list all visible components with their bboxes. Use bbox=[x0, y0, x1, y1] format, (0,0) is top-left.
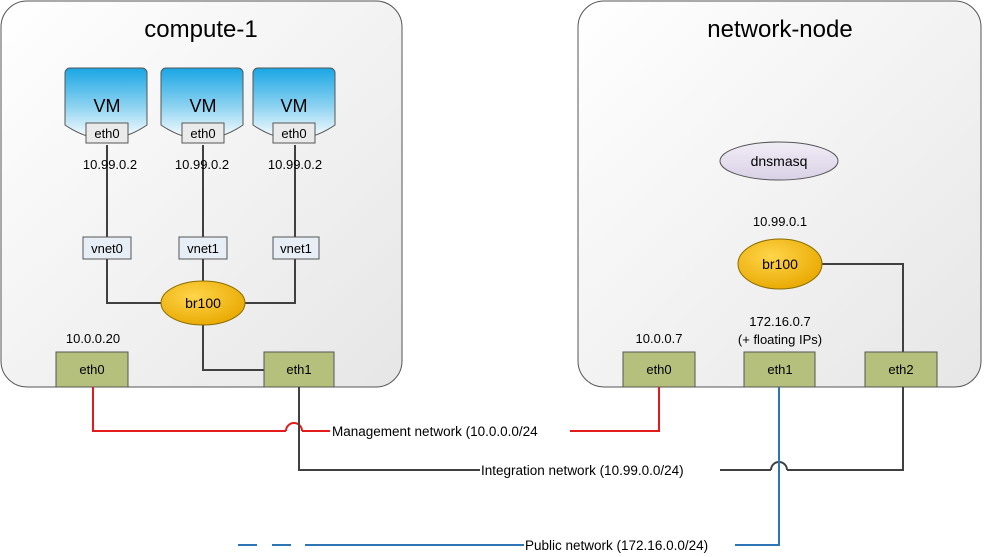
compute-node: compute-1 VM eth0 10.99.0.2 vnet0 VM eth… bbox=[0, 0, 403, 388]
network-node: network-node dnsmasq 10.99.0.1 br100 10.… bbox=[577, 0, 982, 388]
vm-3-label: VM bbox=[281, 96, 308, 116]
vnet0-label: vnet0 bbox=[91, 241, 123, 256]
management-link-left bbox=[92, 387, 286, 432]
integration-network-label: Integration network (10.99.0.0/24) bbox=[481, 463, 684, 478]
network-eth1-label: eth1 bbox=[767, 362, 792, 377]
public-network-label: Public network (172.16.0.0/24) bbox=[525, 538, 708, 553]
dnsmasq-label: dnsmasq bbox=[751, 153, 808, 169]
vm-2-eth0-label: eth0 bbox=[190, 126, 215, 141]
compute-eth0-ip: 10.0.0.20 bbox=[66, 331, 120, 346]
network-eth2-label: eth2 bbox=[888, 362, 913, 377]
vnet1-b-port[interactable] bbox=[272, 236, 320, 260]
compute-eth0-label: eth0 bbox=[79, 362, 104, 377]
compute-eth1-label: eth1 bbox=[286, 362, 311, 377]
network-eth0-ip: 10.0.0.7 bbox=[636, 331, 683, 346]
management-network bbox=[92, 387, 660, 432]
integration-link-end bbox=[787, 387, 904, 471]
compute-internal-links bbox=[106, 145, 296, 371]
public-link-right bbox=[735, 387, 780, 546]
vm-3-eth0-port[interactable] bbox=[272, 122, 316, 144]
network-eth0-port[interactable]: eth0 bbox=[622, 351, 696, 388]
network-bridge-label: br100 bbox=[762, 256, 798, 272]
network-node-box bbox=[577, 0, 982, 388]
vm-3[interactable]: VM eth0 10.99.0.2 vnet1 bbox=[252, 67, 336, 260]
compute-eth0-port[interactable]: eth0 bbox=[55, 351, 129, 388]
vm-1-label: VM bbox=[94, 96, 121, 116]
vm-2-eth0-port[interactable] bbox=[181, 122, 225, 144]
vnet1-label: vnet1 bbox=[187, 241, 219, 256]
compute-node-title: compute-1 bbox=[144, 16, 257, 43]
compute-bridge-label: br100 bbox=[185, 295, 221, 311]
vm-3-eth0-label: eth0 bbox=[281, 126, 306, 141]
network-node-title: network-node bbox=[707, 16, 852, 43]
network-eth0-label: eth0 bbox=[646, 362, 671, 377]
network-eth1-port[interactable]: eth1 bbox=[743, 351, 816, 388]
vnet0-port[interactable] bbox=[82, 236, 132, 260]
vm-1-ip: 10.99.0.2 bbox=[83, 157, 137, 172]
network-eth1-note: (+ floating IPs) bbox=[738, 332, 822, 347]
vm-1-eth0-label: eth0 bbox=[94, 126, 119, 141]
vnet1-port[interactable] bbox=[178, 236, 228, 260]
network-bridge-br100[interactable]: br100 bbox=[737, 238, 823, 290]
vm-2[interactable]: VM eth0 10.99.0.2 vnet1 bbox=[160, 67, 244, 260]
dnsmasq-service[interactable]: dnsmasq bbox=[719, 141, 839, 181]
network-eth1-ip: 172.16.0.7 bbox=[749, 314, 810, 329]
management-link-right bbox=[570, 387, 660, 432]
vm-1-eth0-port[interactable] bbox=[85, 122, 129, 144]
management-network-label: Management network (10.0.0.0/24 bbox=[332, 424, 538, 439]
vm-1[interactable]: VM eth0 10.99.0.2 vnet0 bbox=[64, 67, 148, 260]
compute-eth1-port[interactable]: eth1 bbox=[263, 351, 335, 388]
network-eth2-port[interactable]: eth2 bbox=[864, 351, 938, 388]
br100-eth2-link bbox=[822, 263, 904, 353]
management-hop bbox=[285, 422, 303, 432]
vm-3-ip: 10.99.0.2 bbox=[268, 157, 322, 172]
compute-bridge-br100[interactable]: br100 bbox=[160, 280, 246, 326]
public-network bbox=[238, 387, 780, 546]
vnet1-b-label: vnet1 bbox=[280, 241, 312, 256]
vm-2-label: VM bbox=[190, 96, 217, 116]
compute-node-box bbox=[0, 0, 403, 388]
integration-network bbox=[298, 387, 904, 471]
network-bridge-ip: 10.99.0.1 bbox=[753, 214, 807, 229]
vm-2-ip: 10.99.0.2 bbox=[175, 157, 229, 172]
integration-link-left bbox=[298, 387, 480, 471]
